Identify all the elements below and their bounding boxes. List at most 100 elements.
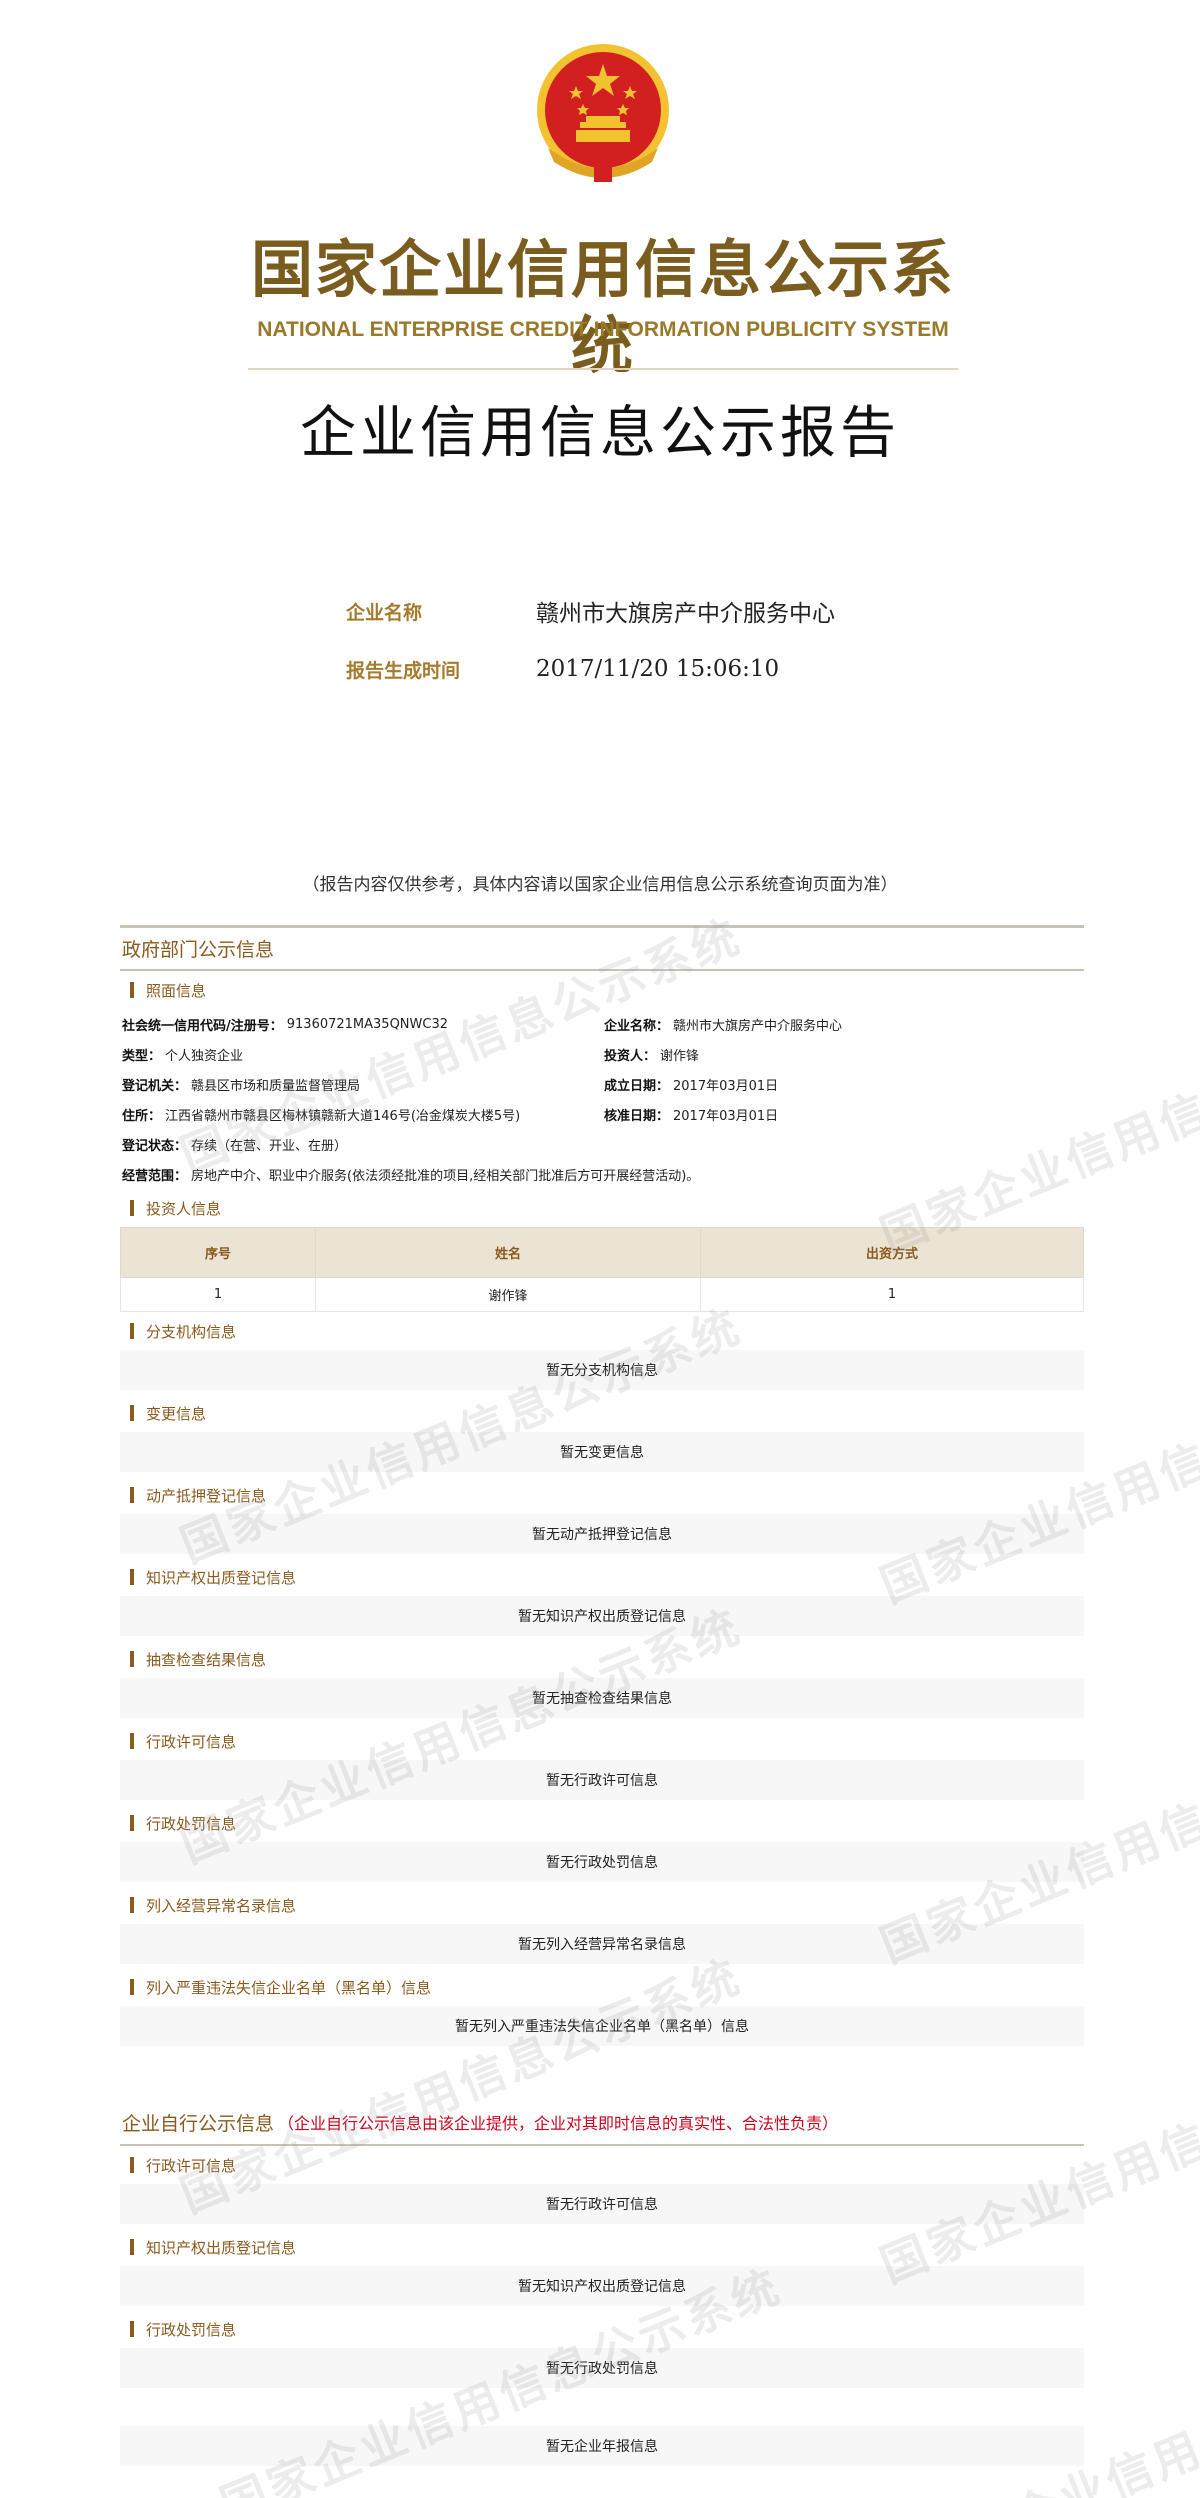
section-bar-icon xyxy=(130,982,134,998)
type-field: 类型： 个人独资企业 xyxy=(122,1039,604,1069)
meta-time-value: 2017/11/20 15:06:10 xyxy=(536,656,780,682)
meta-time-label: 报告生成时间 xyxy=(346,659,461,682)
table-header-row: 序号 姓名 出资方式 xyxy=(120,1227,1084,1278)
approved-field: 核准日期： 2017年03月01日 xyxy=(604,1099,1086,1129)
type-label: 类型： xyxy=(122,1048,162,1064)
section-bar-icon xyxy=(130,1569,134,1585)
change-subheader: 变更信息 xyxy=(120,1394,1084,1432)
report-header: 国家企业信用信息公示系统 NATIONAL ENTERPRISE CREDIT … xyxy=(0,0,1200,480)
gov-section-title: 政府部门公示信息 xyxy=(122,939,275,961)
license-info-grid: 社会统一信用代码/注册号： 91360721MA35QNWC32 企业名称： 赣… xyxy=(120,1009,1084,1189)
investor-field: 投资人： 谢作锋 xyxy=(604,1039,1086,1069)
company-name-value: 赣州市大旗房产中介服务中心 xyxy=(673,1018,843,1034)
authority-label: 登记机关： xyxy=(122,1078,188,1094)
self-penalty-subheader: 行政处罚信息 xyxy=(120,2310,1084,2348)
permit-empty: 暂无行政许可信息 xyxy=(120,1760,1084,1800)
self-permit-empty: 暂无行政许可信息 xyxy=(120,2184,1084,2224)
mortgage-title: 动产抵押登记信息 xyxy=(146,1486,267,1505)
status-value: 存续（在营、开业、在册） xyxy=(191,1138,348,1154)
company-name-label: 企业名称： xyxy=(604,1018,670,1034)
self-section-note: （企业自行公示信息由该企业提供，企业对其即时信息的真实性、合法性负责） xyxy=(278,2114,839,2133)
self-penalty-title: 行政处罚信息 xyxy=(146,2320,237,2339)
cell-method: 1 xyxy=(700,1277,1084,1312)
license-title: 照面信息 xyxy=(146,981,207,1000)
ip-pledge-empty: 暂无知识产权出质登记信息 xyxy=(120,1596,1084,1636)
scope-field: 经营范围： 房地产中介、职业中介服务(依法须经批准的项目,经相关部门批准后方可开… xyxy=(122,1159,1086,1189)
change-empty: 暂无变更信息 xyxy=(120,1432,1084,1472)
branch-subheader: 分支机构信息 xyxy=(120,1312,1084,1350)
self-ip-subheader: 知识产权出质登记信息 xyxy=(120,2228,1084,2266)
national-emblem-icon xyxy=(537,44,669,182)
address-label: 住所： xyxy=(122,1108,162,1124)
annual-report-empty: 暂无企业年报信息 xyxy=(120,2426,1084,2466)
blacklist-empty: 暂无列入严重违法失信企业名单（黑名单）信息 xyxy=(120,2006,1084,2046)
authority-value: 赣县区市场和质量监督管理局 xyxy=(191,1078,361,1094)
inspection-subheader: 抽查检查结果信息 xyxy=(120,1640,1084,1678)
inspection-title: 抽查检查结果信息 xyxy=(146,1650,267,1669)
type-value: 个人独资企业 xyxy=(165,1048,244,1064)
permit-title: 行政许可信息 xyxy=(146,1732,237,1751)
system-title-cn: 国家企业信用信息公示系统 xyxy=(250,233,955,382)
self-ip-empty: 暂无知识产权出质登记信息 xyxy=(120,2266,1084,2306)
meta-company-value: 赣州市大旗房产中介服务中心 xyxy=(536,601,835,627)
section-bar-icon xyxy=(130,1200,134,1216)
change-title: 变更信息 xyxy=(146,1404,207,1423)
abnormal-title: 列入经营异常名录信息 xyxy=(146,1896,297,1915)
scope-value: 房地产中介、职业中介服务(依法须经批准的项目,经相关部门批准后方可开展经营活动)… xyxy=(191,1168,700,1184)
section-bar-icon xyxy=(130,1487,134,1503)
section-bar-icon xyxy=(130,2239,134,2255)
license-subheader: 照面信息 xyxy=(120,971,1084,1009)
credit-code-value: 91360721MA35QNWC32 xyxy=(286,1016,448,1032)
meta-company-label: 企业名称 xyxy=(346,601,423,624)
section-bar-icon xyxy=(130,2157,134,2173)
header-divider xyxy=(248,368,958,370)
col-index-header: 序号 xyxy=(120,1227,316,1278)
ip-pledge-title: 知识产权出质登记信息 xyxy=(146,1568,297,1587)
gov-empty-sections: 分支机构信息 暂无分支机构信息 变更信息 暂无变更信息 动产抵押登记信息 暂无动… xyxy=(120,1312,1084,2046)
address-field: 住所： 江西省赣州市赣县区梅林镇赣新大道146号(冶金煤炭大楼5号) xyxy=(122,1099,604,1129)
founded-value: 2017年03月01日 xyxy=(673,1078,779,1094)
report-meta: 企业名称 赣州市大旗房产中介服务中心 报告生成时间 2017/11/20 15:… xyxy=(346,582,1046,698)
self-section-header: 企业自行公示信息 （企业自行公示信息由该企业提供，企业对其即时信息的真实性、合法… xyxy=(120,2100,1084,2146)
section-bar-icon xyxy=(130,2321,134,2337)
self-ip-title: 知识产权出质登记信息 xyxy=(146,2238,297,2257)
report-content: 政府部门公示信息 照面信息 社会统一信用代码/注册号： 91360721MA35… xyxy=(120,925,1084,2470)
penalty-title: 行政处罚信息 xyxy=(146,1814,237,1833)
meta-time-row: 报告生成时间 2017/11/20 15:06:10 xyxy=(346,640,1046,698)
investors-subheader: 投资人信息 xyxy=(120,1189,1084,1227)
permit-subheader: 行政许可信息 xyxy=(120,1722,1084,1760)
section-bar-icon xyxy=(130,1651,134,1667)
penalty-subheader: 行政处罚信息 xyxy=(120,1804,1084,1842)
ip-pledge-subheader: 知识产权出质登记信息 xyxy=(120,1558,1084,1596)
inspection-empty: 暂无抽查检查结果信息 xyxy=(120,1678,1084,1718)
mortgage-empty: 暂无动产抵押登记信息 xyxy=(120,1514,1084,1554)
section-bar-icon xyxy=(130,1979,134,1995)
authority-field: 登记机关： 赣县区市场和质量监督管理局 xyxy=(122,1069,604,1099)
cell-name: 谢作锋 xyxy=(315,1277,701,1312)
section-bar-icon xyxy=(130,1323,134,1339)
cell-index: 1 xyxy=(120,1277,316,1312)
branch-empty: 暂无分支机构信息 xyxy=(120,1350,1084,1390)
system-title-en: NATIONAL ENTERPRISE CREDIT INFORMATION P… xyxy=(257,318,949,341)
status-label: 登记状态： xyxy=(122,1138,188,1154)
section-bar-icon xyxy=(130,1815,134,1831)
self-permit-subheader: 行政许可信息 xyxy=(120,2146,1084,2184)
disclaimer: （报告内容仅供参考，具体内容请以国家企业信用信息公示系统查询页面为准） xyxy=(302,875,898,895)
credit-code-field: 社会统一信用代码/注册号： 91360721MA35QNWC32 xyxy=(122,1009,604,1039)
col-name-header: 姓名 xyxy=(315,1227,701,1278)
blacklist-subheader: 列入严重违法失信企业名单（黑名单）信息 xyxy=(120,1968,1084,2006)
table-row: 1 谢作锋 1 xyxy=(120,1277,1084,1312)
section-bar-icon xyxy=(130,1897,134,1913)
branch-title: 分支机构信息 xyxy=(146,1322,237,1341)
self-permit-title: 行政许可信息 xyxy=(146,2156,237,2175)
report-title: 企业信用信息公示报告 xyxy=(300,401,900,466)
founded-label: 成立日期： xyxy=(604,1078,670,1094)
self-penalty-empty: 暂无行政处罚信息 xyxy=(120,2348,1084,2388)
investor-value: 谢作锋 xyxy=(660,1048,700,1064)
abnormal-empty: 暂无列入经营异常名录信息 xyxy=(120,1924,1084,1964)
col-method-header: 出资方式 xyxy=(700,1227,1084,1278)
address-value: 江西省赣州市赣县区梅林镇赣新大道146号(冶金煤炭大楼5号) xyxy=(165,1108,521,1124)
investor-label: 投资人： xyxy=(604,1048,657,1064)
section-bar-icon xyxy=(130,1733,134,1749)
mortgage-subheader: 动产抵押登记信息 xyxy=(120,1476,1084,1514)
